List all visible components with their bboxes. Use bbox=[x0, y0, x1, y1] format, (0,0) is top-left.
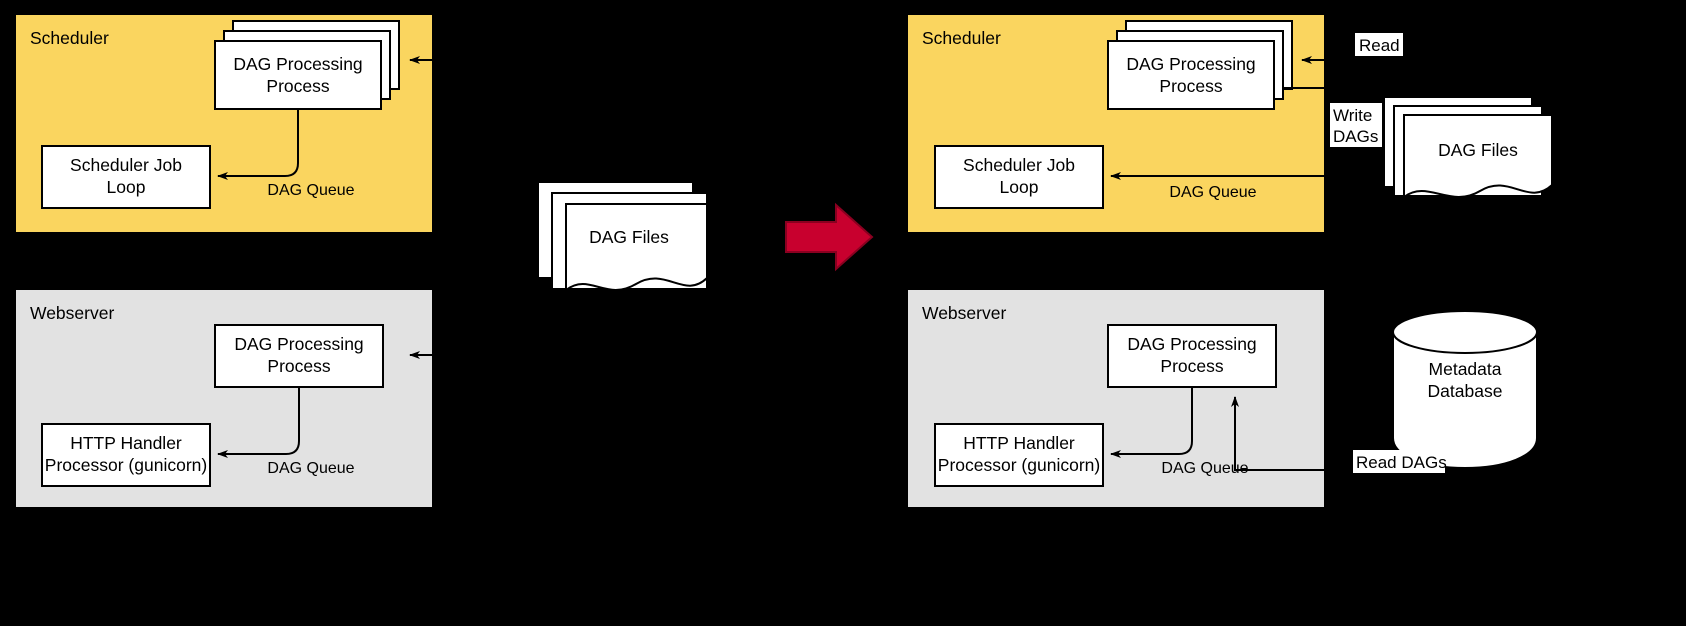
right-scheduler-dag-process-label-line1: DAG Processing bbox=[1126, 54, 1255, 74]
right-scheduler-job-loop-label-line2: Loop bbox=[1000, 177, 1039, 197]
left-webserver-panel-label: Webserver bbox=[30, 303, 114, 323]
right-webserver-http-handler-label-line2: Processor (gunicorn) bbox=[938, 455, 1100, 475]
label-read-dags: Read DAGs bbox=[1353, 450, 1447, 473]
right-scheduler-panel: Scheduler DAG Processing Process Schedul… bbox=[906, 13, 1400, 234]
right-scheduler-dag-process-box bbox=[1107, 40, 1275, 110]
left-scheduler-job-loop-box bbox=[41, 145, 211, 209]
left-scheduler-dag-queue-edge bbox=[217, 109, 299, 180]
left-webserver-dag-process-box bbox=[214, 324, 384, 388]
metadata-database-label-line2: Database bbox=[1428, 381, 1503, 401]
center-dag-files-label: DAG Files bbox=[589, 227, 669, 247]
left-webserver-http-handler-label-line1: HTTP Handler bbox=[70, 433, 182, 453]
right-scheduler-dag-process-label-line2: Process bbox=[1159, 76, 1222, 96]
right-webserver-dag-queue-edge bbox=[1110, 387, 1193, 458]
left-scheduler-dag-process-label-line1: DAG Processing bbox=[233, 54, 362, 74]
label-read-dags-text: Read DAGs bbox=[1356, 453, 1447, 472]
label-write-dags: Write DAGs bbox=[1330, 103, 1382, 147]
left-scheduler-job-loop-label-line1: Scheduler Job bbox=[70, 155, 182, 175]
right-dag-files-document: DAG Files bbox=[1383, 96, 1553, 199]
left-webserver-http-handler-box bbox=[41, 423, 211, 487]
left-scheduler-panel-label: Scheduler bbox=[30, 28, 109, 48]
right-webserver-panel-label: Webserver bbox=[922, 303, 1006, 323]
left-scheduler-dag-process-label-line2: Process bbox=[266, 76, 329, 96]
left-webserver-dag-queue-label: DAG Queue bbox=[267, 460, 354, 477]
right-webserver-http-handler-label-line1: HTTP Handler bbox=[963, 433, 1075, 453]
left-webserver-dag-process-label-line1: DAG Processing bbox=[234, 334, 363, 354]
right-webserver-read-dags-edge bbox=[1231, 396, 1325, 471]
left-scheduler-panel: Scheduler DAG Processing Process Schedul… bbox=[14, 13, 441, 234]
right-scheduler-job-loop-label-line1: Scheduler Job bbox=[963, 155, 1075, 175]
right-scheduler-panel-label: Scheduler bbox=[922, 28, 1001, 48]
right-dag-files-label: DAG Files bbox=[1438, 140, 1518, 160]
right-webserver-dag-process-label-line2: Process bbox=[1160, 356, 1223, 376]
left-scheduler-dag-process-box bbox=[214, 40, 382, 110]
right-scheduler-job-loop-box bbox=[934, 145, 1104, 209]
left-webserver-http-handler-label-line2: Processor (gunicorn) bbox=[45, 455, 207, 475]
left-scheduler-dag-queue-label: DAG Queue bbox=[267, 182, 354, 199]
left-webserver-dag-process-label-line2: Process bbox=[267, 356, 330, 376]
transition-arrow-icon bbox=[785, 202, 874, 272]
label-read-text: Read bbox=[1359, 36, 1400, 55]
center-dag-files-document: DAG Files bbox=[537, 181, 708, 292]
metadata-database-label-line1: Metadata bbox=[1429, 359, 1502, 379]
left-webserver-panel: Webserver DAG Processing Process HTTP Ha… bbox=[14, 288, 441, 509]
left-scheduler-job-loop-label-line2: Loop bbox=[107, 177, 146, 197]
center-dag-files-sheet-1 bbox=[565, 203, 708, 292]
metadata-database-top-ellipse bbox=[1392, 310, 1538, 354]
right-webserver-dag-queue-label: DAG Queue bbox=[1161, 460, 1248, 477]
right-dag-files-sheet-1 bbox=[1403, 114, 1553, 199]
label-read: Read bbox=[1355, 33, 1403, 56]
right-webserver-panel: Webserver DAG Processing Process HTTP Ha… bbox=[906, 288, 1326, 509]
right-webserver-dag-process-box bbox=[1107, 324, 1277, 388]
right-scheduler-dag-queue-label: DAG Queue bbox=[1169, 184, 1256, 201]
metadata-database-cylinder: Metadata Database bbox=[1392, 310, 1538, 470]
label-write-dags-line2: DAGs bbox=[1333, 127, 1378, 146]
right-webserver-dag-process-label-line1: DAG Processing bbox=[1127, 334, 1256, 354]
left-webserver-dag-queue-edge bbox=[217, 387, 300, 458]
right-webserver-http-handler-box bbox=[934, 423, 1104, 487]
label-write-dags-line1: Write bbox=[1333, 106, 1372, 125]
